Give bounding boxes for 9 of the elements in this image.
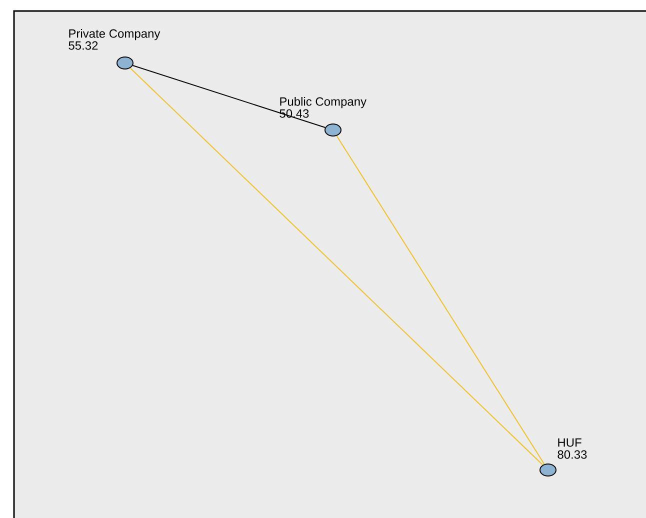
point-marker: [324, 124, 342, 136]
connector-line: [132, 65, 326, 128]
point-label: Public Company 50.43: [280, 97, 367, 118]
point-marker: [540, 464, 556, 476]
connector-line: [336, 135, 545, 465]
point-label: Private Company 55.32: [68, 29, 160, 50]
point-marker: [116, 56, 134, 70]
point-label: HUF 80.33: [558, 438, 587, 459]
connector-line: [130, 68, 544, 466]
